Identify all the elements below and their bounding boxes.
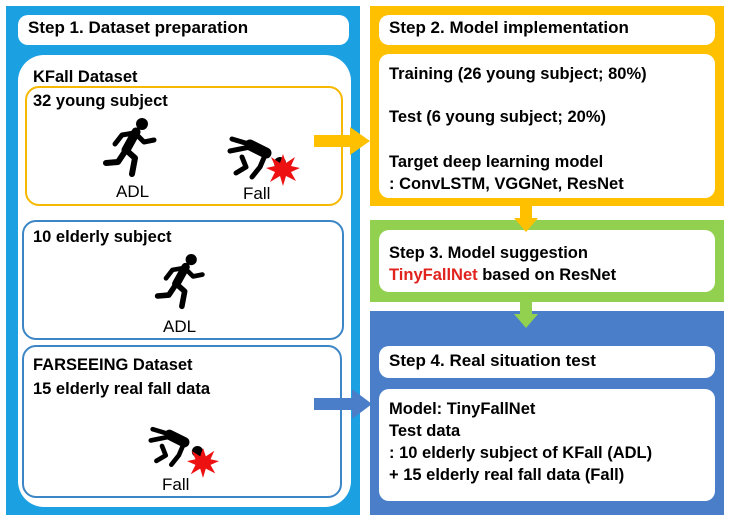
arrow-right-blue <box>314 389 372 419</box>
step4-title: Step 4. Real situation test <box>379 346 715 378</box>
step1-title: Step 1. Dataset preparation <box>18 15 349 45</box>
step4-line1: : 10 elderly subject of KFall (ADL) <box>389 444 653 462</box>
arrow-right-orange <box>314 127 370 155</box>
step1-content <box>18 55 351 507</box>
step3-model-rest: based on ResNet <box>477 266 617 284</box>
step2-content <box>379 54 715 198</box>
impact-burst-icon <box>187 447 219 479</box>
elderly-subject-title: 10 elderly subject <box>33 228 172 246</box>
step4-model-line: Model: TinyFallNet <box>389 400 536 418</box>
step4-line2: + 15 elderly real fall data (Fall) <box>389 466 625 484</box>
step2-target-line1: Target deep learning model <box>389 153 604 171</box>
kfall-title: KFall Dataset <box>33 68 138 86</box>
running-person-icon <box>154 254 205 310</box>
step4-test-data: Test data <box>389 422 461 440</box>
step4-content <box>379 389 715 501</box>
step2-title: Step 2. Model implementation <box>379 15 715 45</box>
falling-person-icon <box>227 136 286 180</box>
farseeing-title: FARSEEING Dataset <box>33 356 193 374</box>
step2-target-line2: : ConvLSTM, VGGNet, ResNet <box>389 175 624 193</box>
young-subject-title: 32 young subject <box>33 92 168 110</box>
farseeing-fall-label: Fall <box>162 475 190 494</box>
step3-model-name: TinyFallNet <box>389 266 478 284</box>
step3-model-line: TinyFallNet based on ResNet <box>389 265 616 285</box>
step2-test: Test (6 young subject; 20%) <box>389 108 606 126</box>
elderly-adl-label: ADL <box>163 317 197 336</box>
farseeing-subtitle: 15 elderly real fall data <box>33 380 211 398</box>
impact-burst-icon <box>266 154 300 186</box>
running-person-icon <box>103 118 157 177</box>
farseeing-box <box>22 345 342 498</box>
fall-label: Fall <box>243 184 271 203</box>
arrow-down-green <box>514 300 538 328</box>
step3-content <box>379 230 715 292</box>
elderly-subject-box <box>22 220 344 340</box>
step2-training: Training (26 young subject; 80%) <box>389 65 647 83</box>
step3-title: Step 3. Model suggestion <box>389 244 588 262</box>
arrow-down-orange <box>514 204 538 232</box>
adl-label: ADL <box>116 182 150 201</box>
